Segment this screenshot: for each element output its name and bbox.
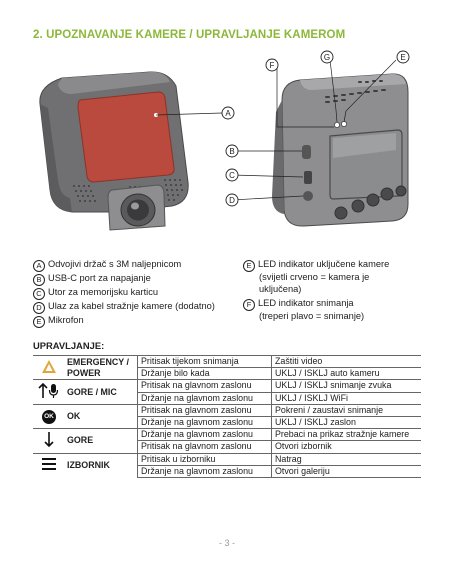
table-row: IZBORNIK Pritisak u izborniku Natrag xyxy=(33,452,421,478)
control-name: IZBORNIK xyxy=(65,452,138,478)
menu-icon xyxy=(33,452,65,478)
dashcam-illustration: A B C D E F G xyxy=(39,50,410,231)
power-led-icon xyxy=(333,122,340,129)
control-name: OK xyxy=(65,403,138,429)
legend-badge: E xyxy=(243,260,255,272)
callout-b: B xyxy=(229,147,234,156)
table-row: Držanje na glavnom zaslonu Otvori galeri… xyxy=(33,464,421,479)
ok-icon: OK xyxy=(33,403,65,429)
usb-c-port-icon xyxy=(302,145,311,159)
callout-f: F xyxy=(270,61,275,70)
control-name: GORE xyxy=(65,428,138,454)
legend-badge: C xyxy=(33,288,45,300)
table-row: EMERGENCY / POWER Pritisak tijekom snima… xyxy=(33,354,421,380)
controls-table: EMERGENCY / POWER Pritisak tijekom snima… xyxy=(33,354,421,479)
table-row: GORE / MIC Pritisak na glavnom zaslonu U… xyxy=(33,379,421,405)
table-row: Držanje bilo kada UKLJ / ISKLJ auto kame… xyxy=(33,367,421,380)
up-mic-icon xyxy=(33,379,65,405)
warning-triangle-icon xyxy=(33,354,65,380)
page-title: 2. UPOZNAVANJE KAMERE / UPRAVLJANJE KAME… xyxy=(33,29,346,41)
down-arrow-icon xyxy=(33,428,65,454)
table-row: OK OK Pritisak na glavnom zaslonu Pokren… xyxy=(33,403,421,429)
adhesive-mount-pad xyxy=(77,91,175,183)
rear-camera-port-icon xyxy=(303,191,313,201)
legend-badge: A xyxy=(33,260,45,272)
page-number: - 3 - xyxy=(218,538,235,548)
control-name: GORE / MIC xyxy=(65,379,138,405)
sd-slot-icon xyxy=(304,171,312,184)
legend-badge: D xyxy=(33,302,45,314)
table-row: Držanje na glavnom zaslonu UKLJ / ISKLJ … xyxy=(33,391,421,405)
recording-led-icon xyxy=(340,121,347,128)
callout-d: D xyxy=(229,196,235,205)
callout-g: G xyxy=(324,53,330,62)
legend-badge: B xyxy=(33,274,45,286)
callout-c: C xyxy=(229,171,235,180)
table-row: Držanje na glavnom zaslonu UKLJ / ISKLJ … xyxy=(33,416,421,429)
control-name: EMERGENCY / POWER xyxy=(65,354,138,380)
callout-a: A xyxy=(225,109,231,118)
camera-front-view xyxy=(39,71,189,231)
camera-rear-view xyxy=(272,73,409,227)
table-row: Pritisak na glavnom zaslonu Otvori izbor… xyxy=(33,440,421,454)
legend-badge: F xyxy=(243,299,255,311)
callout-e: E xyxy=(400,53,405,62)
controls-title: UPRAVLJANJE: xyxy=(33,340,105,351)
table-row: GORE Držanje na glavnom zaslonu Prebaci … xyxy=(33,428,421,454)
legend-badge: E xyxy=(33,316,45,328)
